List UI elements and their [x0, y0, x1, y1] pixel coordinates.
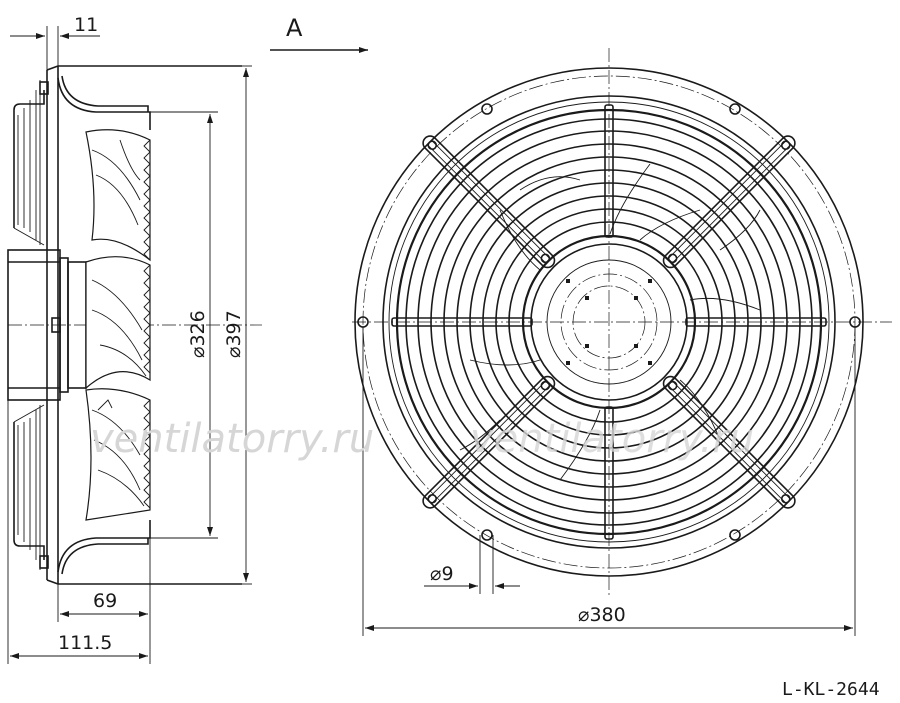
watermark: ventilatorry.ru [90, 416, 374, 462]
mounting-brackets [422, 135, 796, 509]
side-view: ⌀326 ⌀397 11 69 111.5 A [7, 14, 368, 664]
dim-flange-thickness: 11 [74, 14, 98, 36]
dim-depth-total: 111.5 [58, 632, 112, 654]
dim-impeller-diameter: ⌀326 [187, 310, 209, 358]
drawing-code: L-KL-2644 [782, 679, 880, 700]
impeller-blades [85, 129, 151, 521]
front-view: ⌀9 ⌀380 [352, 48, 892, 636]
impeller-blade-hints [459, 163, 761, 481]
dim-housing-diameter: ⌀397 [223, 310, 245, 358]
hub-bolts [566, 279, 652, 365]
dim-bolt-circle: ⌀380 [578, 604, 626, 626]
watermark-repeat: ventilatorry.ru [470, 416, 754, 462]
view-label: A [286, 14, 303, 42]
dim-hole-diameter: ⌀9 [430, 563, 454, 585]
guard-rings [395, 108, 823, 536]
dim-depth-short: 69 [93, 590, 117, 612]
